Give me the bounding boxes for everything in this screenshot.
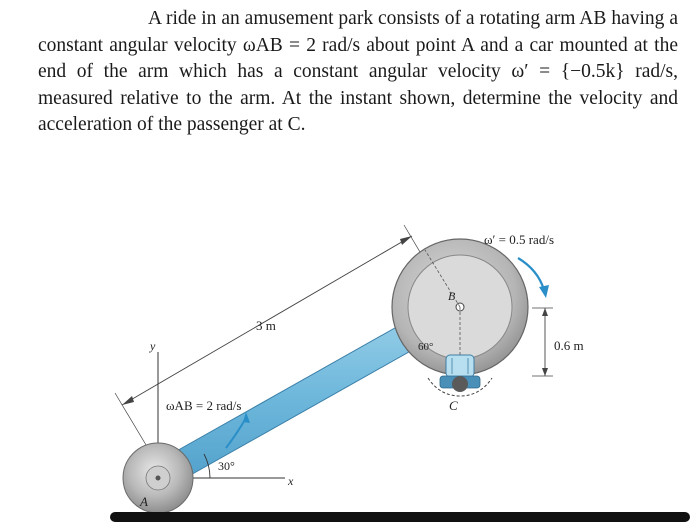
length-3m-label: 3 m	[256, 318, 276, 333]
reference-radius	[424, 249, 461, 308]
car-bracket	[427, 377, 493, 397]
omega-ab-label: ωAB = 2 rad/s	[166, 398, 241, 413]
problem-statement: A ride in an amusement park consists of …	[38, 6, 678, 139]
point-C-label: C	[449, 398, 458, 413]
dimension-arrow-start	[122, 396, 134, 405]
y-axis-label: y	[149, 339, 156, 353]
point-B-label: B	[448, 289, 456, 303]
angle-30-label: 30°	[218, 459, 235, 473]
angle-60-label: 60°	[418, 341, 433, 353]
problem-text: A ride in an amusement park consists of …	[38, 8, 678, 135]
length-0-6m-label: 0.6 m	[554, 338, 584, 353]
dimension-arrow-end	[400, 236, 412, 245]
bottom-scroll-bar	[110, 512, 690, 522]
point-A-label: A	[139, 494, 148, 509]
car-seat	[445, 354, 475, 378]
omega-prime-label: ω′ = 0.5 rad/s	[484, 232, 554, 247]
x-axis-label: x	[287, 474, 294, 488]
passenger	[452, 376, 468, 392]
dimension-line-3m	[121, 235, 413, 406]
angle-30-arc	[203, 453, 211, 479]
